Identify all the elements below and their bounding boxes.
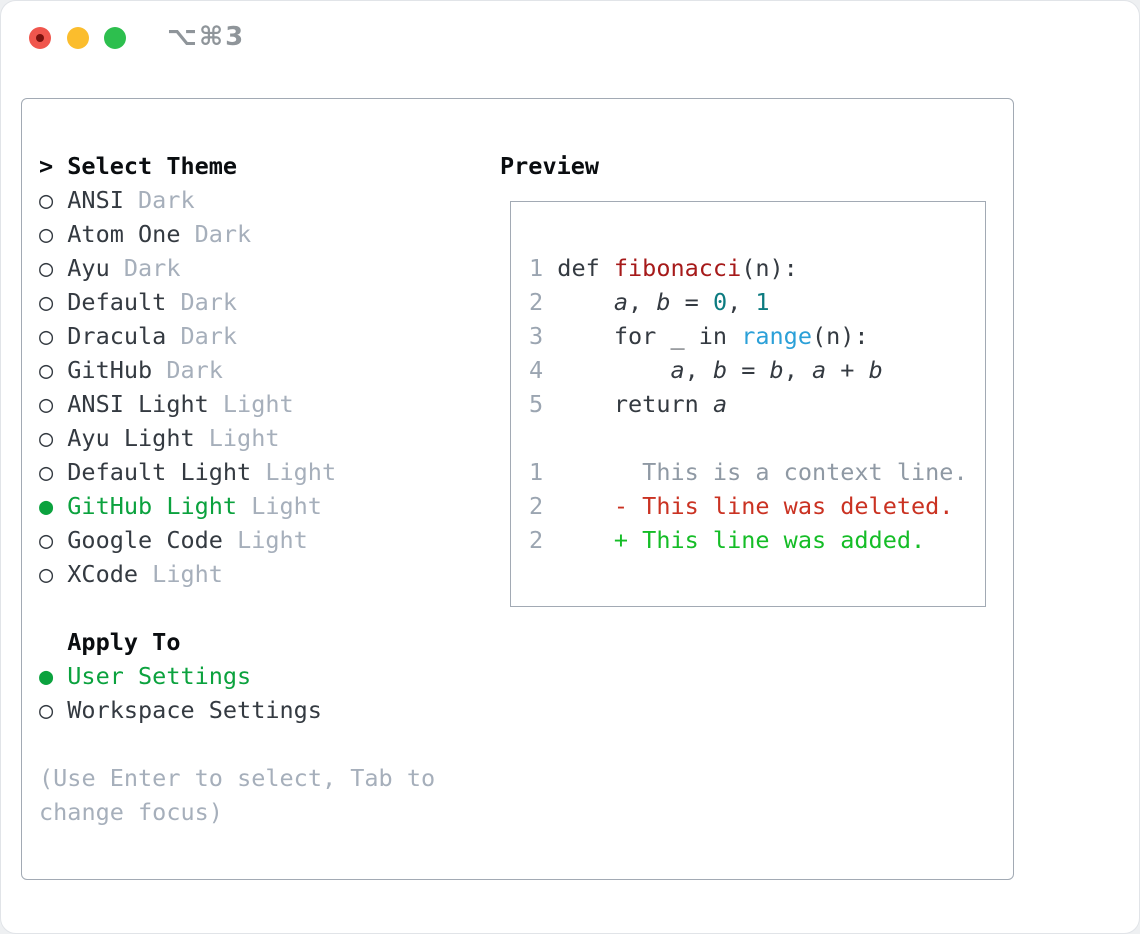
- theme-name: GitHub: [67, 356, 153, 384]
- theme-name: GitHub Light: [67, 492, 238, 520]
- theme-tag: Dark: [180, 288, 238, 316]
- theme-name: Ayu: [67, 254, 110, 282]
- diff-line-added: 2 + This line was added.: [529, 526, 926, 554]
- theme-tag: Light: [251, 492, 322, 520]
- select-theme-header: > Select Theme: [39, 149, 435, 183]
- code-line: 3 for _ in range(n):: [529, 322, 869, 350]
- preview-title: Preview: [500, 152, 600, 180]
- window-title-shortcut: ⌥⌘3: [167, 22, 246, 52]
- diff-line-context: 1 This is a context line.: [529, 458, 968, 486]
- radio-unselected-icon: ○: [39, 458, 54, 486]
- theme-option-atom-one-dark[interactable]: ○ Atom One Dark: [39, 217, 435, 251]
- radio-unselected-icon: ○: [39, 696, 54, 724]
- theme-name: ANSI Light: [67, 390, 209, 418]
- builtin-token: range: [741, 322, 812, 350]
- theme-name: Ayu Light: [67, 424, 195, 452]
- radio-unselected-icon: ○: [39, 424, 54, 452]
- theme-name: Default: [67, 288, 167, 316]
- select-theme-title: Select Theme: [67, 152, 238, 180]
- theme-option-default-dark[interactable]: ○ Default Dark: [39, 285, 435, 319]
- radio-unselected-icon: ○: [39, 526, 54, 554]
- theme-option-github-light[interactable]: ● GitHub Light Light: [39, 489, 435, 523]
- number-token: 1: [755, 288, 770, 316]
- apply-option-workspace-settings[interactable]: ○ Workspace Settings: [39, 693, 435, 727]
- line-number: 2: [529, 288, 544, 316]
- theme-option-google-code-light[interactable]: ○ Google Code Light: [39, 523, 435, 557]
- code-line: 5 return a: [529, 390, 728, 418]
- apply-option-user-settings[interactable]: ● User Settings: [39, 659, 435, 693]
- theme-tag: Dark: [138, 186, 195, 214]
- apply-option-label: User Settings: [67, 662, 252, 690]
- theme-tag: Dark: [166, 356, 223, 384]
- theme-option-github-dark[interactable]: ○ GitHub Dark: [39, 353, 435, 387]
- theme-name: Atom One: [67, 220, 181, 248]
- theme-option-xcode-light[interactable]: ○ XCode Light: [39, 557, 435, 591]
- radio-unselected-icon: ○: [39, 288, 54, 316]
- radio-unselected-icon: ○: [39, 220, 54, 248]
- function-name-token: fibonacci: [613, 254, 742, 282]
- line-number: 3: [529, 322, 544, 350]
- theme-option-dracula-dark[interactable]: ○ Dracula Dark: [39, 319, 435, 353]
- spacer-row: [39, 727, 435, 761]
- theme-tag: Light: [222, 390, 294, 418]
- maximize-button[interactable]: [104, 27, 126, 49]
- record-dot-icon: [36, 34, 44, 42]
- line-number: 1: [529, 458, 544, 486]
- apply-to-header: Apply To: [39, 625, 435, 659]
- theme-name: Dracula: [67, 322, 167, 350]
- radio-unselected-icon: ○: [39, 322, 54, 350]
- radio-unselected-icon: ○: [39, 390, 54, 418]
- radio-unselected-icon: ○: [39, 186, 54, 214]
- radio-selected-icon: ●: [39, 662, 54, 690]
- spacer-row: [39, 591, 435, 625]
- theme-name: Google Code: [67, 526, 223, 554]
- radio-unselected-icon: ○: [39, 356, 54, 384]
- theme-option-ansi-light[interactable]: ○ ANSI Light Light: [39, 387, 435, 421]
- close-button[interactable]: [29, 27, 51, 49]
- theme-tag: Dark: [180, 322, 238, 350]
- theme-tag: Dark: [194, 220, 252, 248]
- line-number: 2: [529, 492, 544, 520]
- theme-tag: Light: [152, 560, 223, 588]
- radio-unselected-icon: ○: [39, 254, 54, 282]
- apply-option-label: Workspace Settings: [67, 696, 322, 724]
- theme-name: Default Light: [67, 458, 252, 486]
- theme-tag: Light: [208, 424, 280, 452]
- line-number: 1: [529, 254, 544, 282]
- number-token: 0: [712, 288, 728, 316]
- code-line: 4 a, b = b, a + b: [529, 356, 883, 384]
- theme-option-default-light[interactable]: ○ Default Light Light: [39, 455, 435, 489]
- keyboard-hint-line2: change focus): [39, 798, 223, 826]
- prompt-caret-icon: >: [39, 152, 54, 180]
- spacer-row: [529, 421, 985, 455]
- theme-tag: Dark: [123, 254, 181, 282]
- theme-option-ayu-light[interactable]: ○ Ayu Light Light: [39, 421, 435, 455]
- code-line: 2 a, b = 0, 1: [529, 288, 770, 316]
- theme-name: ANSI: [67, 186, 124, 214]
- line-number: 4: [529, 356, 544, 384]
- theme-name: XCode: [67, 560, 139, 588]
- line-number: 2: [529, 526, 544, 554]
- line-number: 5: [529, 390, 544, 418]
- radio-selected-icon: ●: [39, 492, 54, 520]
- theme-tag: Light: [265, 458, 337, 486]
- theme-option-ayu-dark[interactable]: ○ Ayu Dark: [39, 251, 435, 285]
- radio-unselected-icon: ○: [39, 560, 54, 588]
- minimize-button[interactable]: [67, 27, 89, 49]
- theme-option-ansi-dark[interactable]: ○ ANSI Dark: [39, 183, 435, 217]
- apply-to-title: Apply To: [67, 628, 181, 656]
- keyboard-hint-line1: (Use Enter to select, Tab to: [39, 764, 436, 792]
- theme-tag: Light: [237, 526, 308, 554]
- diff-line-deleted: 2 - This line was deleted.: [529, 492, 954, 520]
